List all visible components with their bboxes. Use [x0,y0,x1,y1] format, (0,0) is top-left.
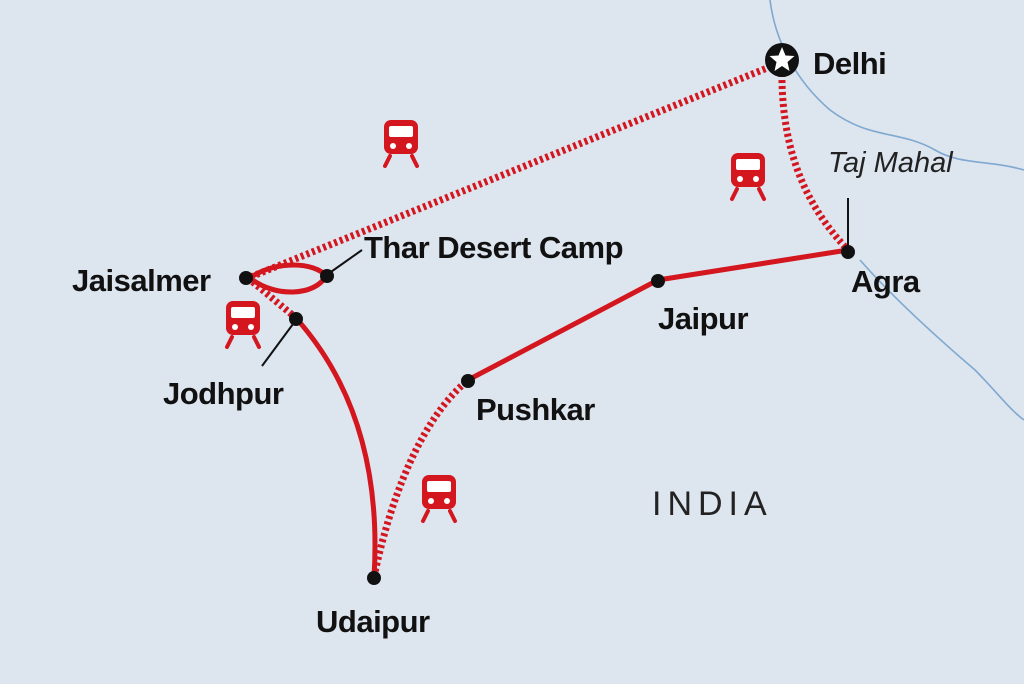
city-label-udaipur: Udaipur [316,604,430,639]
train-icon [729,151,767,201]
start-star-icon [765,43,799,77]
city-dot-jodhpur [289,312,303,326]
thar-leader-line [327,249,363,275]
city-label-pushkar: Pushkar [476,392,595,427]
jodhpur-leader-line [261,319,297,367]
train-icon [420,473,458,523]
city-dot-udaipur [367,571,381,585]
road-route-jaisalmer-thar-back [247,273,329,295]
city-dot-jaipur [651,274,665,288]
road-route-jaipur-pushkar [465,277,661,383]
city-label-delhi: Delhi [813,46,886,81]
city-label-thar-desert-camp: Thar Desert Camp [364,230,623,265]
city-dot-pushkar [461,374,475,388]
city-label-jaipur: Jaipur [658,301,748,336]
river [859,259,1024,421]
country-label-india: INDIA [652,485,773,523]
train-route-delhi-agra [778,61,851,253]
road-route-agra-jaipur [655,247,851,283]
road-route-jodhpur-udaipur [293,315,378,580]
city-label-jodhpur: Jodhpur [163,376,284,411]
city-dot-agra [841,245,855,259]
train-icon [382,118,420,168]
city-label-agra: Agra [851,264,921,299]
train-icon [224,299,262,349]
city-label-jaisalmer: Jaisalmer [72,263,211,298]
train-route-jaisalmer-jodhpur [245,275,299,321]
city-dot-thar [320,269,334,283]
city-dot-jaisalmer [239,271,253,285]
river [769,0,1024,171]
train-route-delhi-jaisalmer [246,58,784,282]
poi-label-taj-mahal: Taj Mahal [828,147,954,179]
road-route-jaisalmer-thar-out [247,262,329,281]
